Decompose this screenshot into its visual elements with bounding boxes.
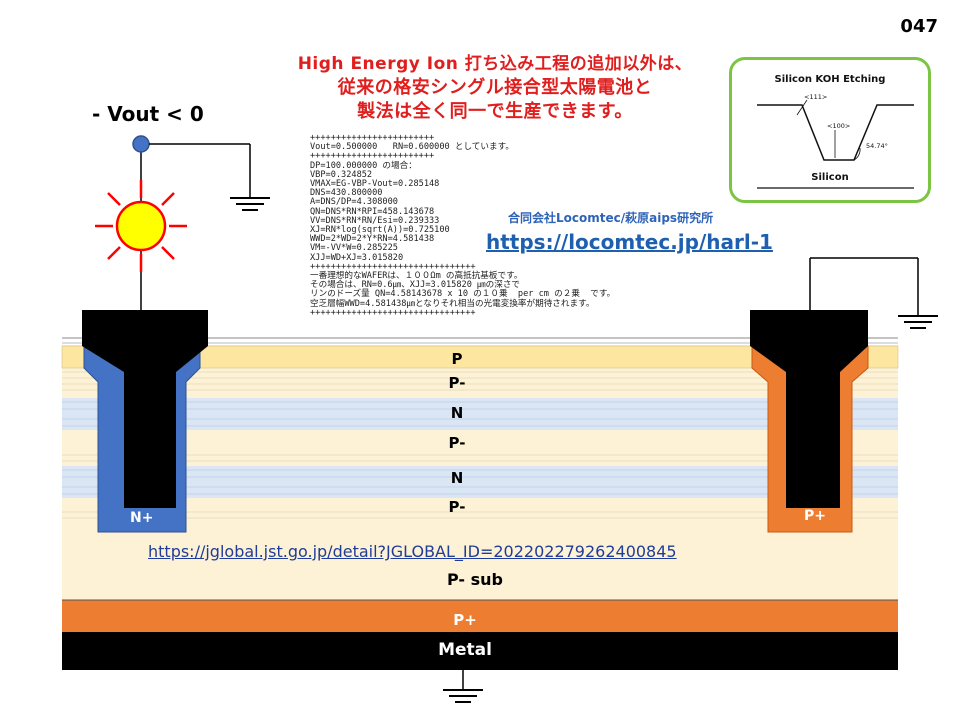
- koh-etch-profile: [757, 99, 914, 189]
- ground-icon: [443, 670, 483, 703]
- layer-label-p-minus: P-: [448, 434, 466, 452]
- jglobal-link[interactable]: https://jglobal.jst.go.jp/detail?JGLOBAL…: [148, 542, 677, 561]
- ground-icon: [230, 197, 270, 211]
- koh-substrate-label: Silicon: [811, 172, 849, 183]
- left-n-plus-contact: [82, 310, 208, 533]
- metal-label: Metal: [438, 640, 492, 660]
- title-line-2: 従来の格安シングル接合型太陽電池と: [337, 77, 653, 98]
- title-line-1: High Energy Ion 打ち込み工程の追加以外は、: [297, 54, 693, 74]
- backside-p-plus-layer: [62, 600, 898, 632]
- slide-number: 047: [900, 16, 938, 37]
- locomtec-link[interactable]: https://locomtec.jp/harl-1: [486, 230, 773, 254]
- koh-miller-100: <100>: [827, 122, 851, 130]
- metal-layer: [62, 632, 898, 670]
- sun-icon: [95, 180, 187, 272]
- koh-inset-title: Silicon KOH Etching: [774, 74, 886, 85]
- n-layer-1: [62, 398, 898, 430]
- layer-label-p: P: [451, 350, 463, 368]
- right-p-plus-contact: [750, 310, 869, 533]
- n-layer-2: [62, 466, 898, 498]
- p-layer: [61, 345, 899, 369]
- koh-angle: 54.74°: [866, 142, 888, 150]
- sublayer-lines: [62, 371, 898, 519]
- koh-etching-inset: Silicon KOH Etching <111> <100> 54.74° S…: [729, 57, 931, 203]
- vout-label: - Vout < 0: [92, 102, 204, 126]
- slide-title: High Energy Ion 打ち込み工程の追加以外は、 従来の格安シングル接…: [250, 52, 740, 124]
- organization-label: 合同会社Locomtec/萩原aips研究所: [508, 211, 714, 225]
- calculation-block: ++++++++++++++++++++++++ Vout=0.500000 R…: [310, 133, 690, 319]
- title-line-3: 製法は全く同一で生産できます。: [357, 101, 633, 122]
- layer-label-p-minus: P-: [448, 498, 466, 516]
- layer-label-n: N: [450, 469, 464, 487]
- backside-p-plus-label: P+: [453, 611, 477, 629]
- p-plus-contact-label: P+: [804, 508, 826, 524]
- substrate-label: P- sub: [446, 570, 504, 589]
- right-ground-wire: [809, 257, 919, 316]
- koh-miller-111: <111>: [804, 93, 828, 101]
- layer-label-p-minus: P-: [448, 374, 466, 392]
- layer-label-n: N: [450, 404, 464, 422]
- ground-icon: [898, 315, 938, 329]
- n-plus-label: N+: [130, 510, 154, 526]
